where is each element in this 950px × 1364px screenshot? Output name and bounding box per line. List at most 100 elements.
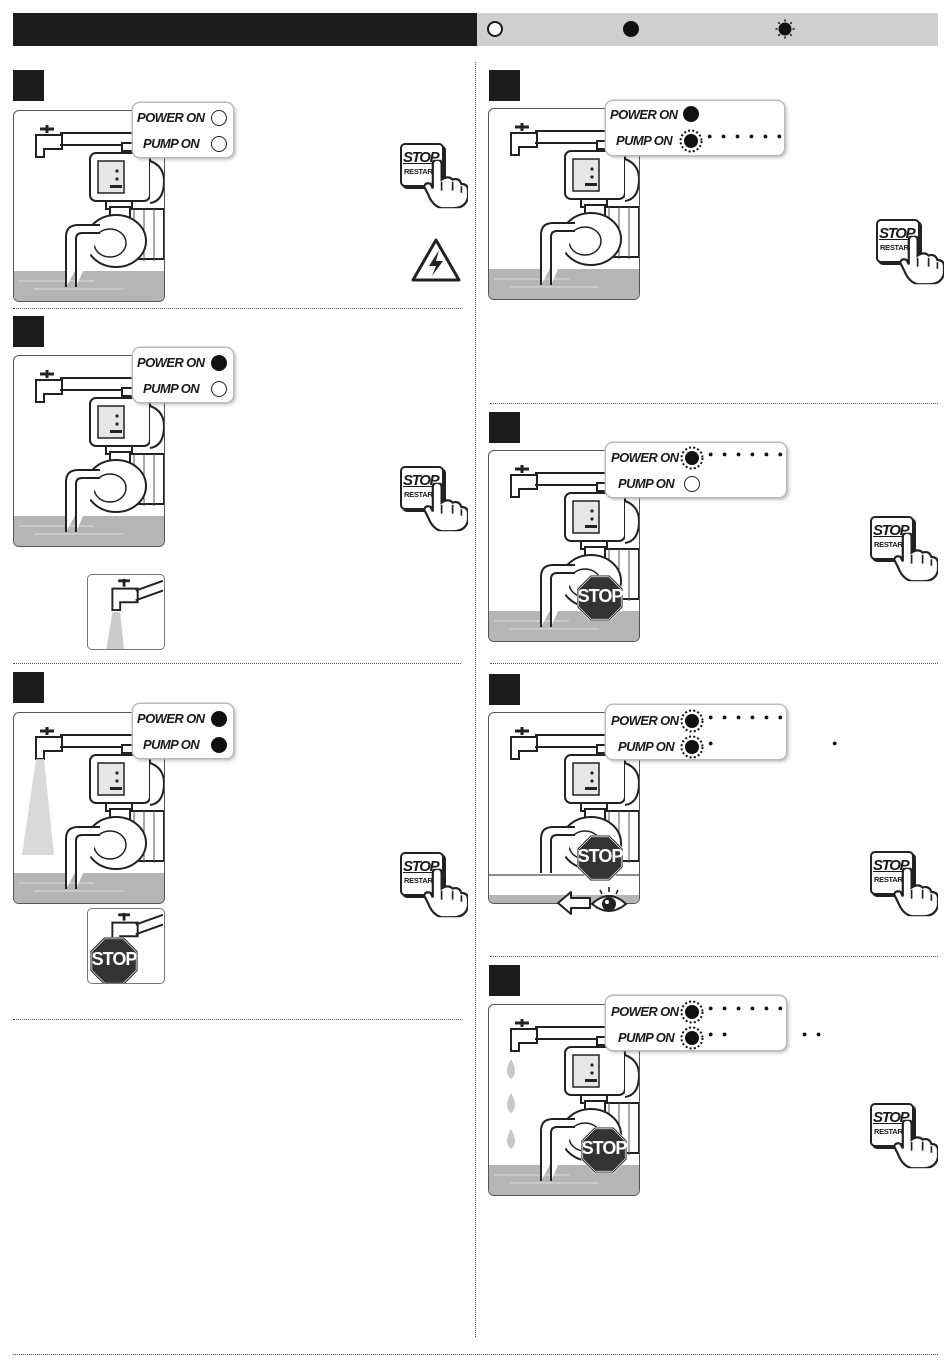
power-led-on (211, 355, 227, 371)
power-on-label: POWER ON (611, 450, 679, 465)
pump-faucet-icon (489, 1005, 639, 1195)
power-on-label: POWER ON (611, 713, 679, 728)
step-number-1 (13, 70, 44, 101)
button-label-stop: STOP (403, 472, 440, 489)
pump-led-off (211, 381, 227, 397)
stop-sign: STOP (577, 575, 623, 621)
power-led-blinking (680, 1000, 704, 1024)
button-label-stop: STOP (879, 225, 916, 242)
water-drop-icon (507, 1059, 515, 1149)
status-panel-6: POWER ON ● ● ● ● ● ● PUMP ON ● ● (606, 705, 837, 759)
stop-sign: STOP (577, 835, 623, 881)
button-label-restart: RESTART (874, 875, 907, 884)
blink-pattern: ● ● (708, 738, 841, 748)
pump-on-label: PUMP ON (143, 737, 200, 752)
pump-on-label: PUMP ON (143, 381, 200, 396)
pump-led-blinking (679, 129, 703, 153)
status-panel-2: POWER ON PUMP ON (133, 348, 233, 402)
power-on-label: POWER ON (137, 110, 205, 125)
divider (13, 1354, 938, 1355)
status-panel-7: POWER ON ● ● ● ● ● ● PUMP ON ● ● ● ● (606, 996, 821, 1050)
pump-scene-7: STOP (488, 1004, 640, 1196)
stop-restart-button[interactable]: STOP RESTART (870, 1103, 914, 1147)
pointing-hand-icon (424, 159, 468, 209)
column-divider (475, 62, 476, 1337)
blink-pattern: ● ● ● ● (708, 1029, 825, 1039)
pump-on-label: PUMP ON (616, 133, 673, 148)
divider (490, 663, 938, 664)
pump-on-label: PUMP ON (618, 1030, 675, 1045)
faucet-closed-detail: STOP (87, 908, 165, 984)
divider (13, 308, 461, 309)
step-number-4 (489, 70, 520, 101)
step-number-6 (489, 674, 520, 705)
button-label-stop: STOP (873, 857, 910, 874)
power-led-on (683, 106, 699, 122)
stop-sign-text: STOP (577, 846, 624, 866)
divider (13, 1019, 461, 1020)
stop-sign-text: STOP (581, 1138, 628, 1158)
pump-led-off (211, 136, 227, 152)
stop-restart-button[interactable]: STOP RESTART (876, 219, 920, 263)
button-label-stop: STOP (403, 858, 440, 875)
pointing-hand-icon (424, 482, 468, 532)
stop-sign: STOP (581, 1127, 627, 1173)
blink-pattern: ● ● ● ● ● ● (707, 131, 786, 141)
button-label-restart: RESTART (880, 243, 913, 252)
button-label-restart: RESTART (404, 490, 437, 499)
button-label-stop: STOP (873, 1109, 910, 1126)
pump-faucet-icon (14, 713, 164, 903)
divider (13, 663, 461, 664)
stop-restart-button[interactable]: STOP RESTART (400, 466, 444, 510)
stop-restart-button[interactable]: STOP RESTART (400, 852, 444, 896)
header-bar (13, 13, 477, 46)
led-off-icon (487, 21, 503, 37)
stop-restart-button[interactable]: STOP RESTART (870, 516, 914, 560)
arrow-left-icon (557, 891, 591, 915)
faucet-open-detail (87, 574, 165, 650)
power-led-off (211, 110, 227, 126)
power-on-label: POWER ON (137, 711, 205, 726)
pointing-hand-icon (894, 1119, 938, 1169)
pointing-hand-icon (424, 868, 468, 918)
pump-on-label: PUMP ON (143, 136, 200, 151)
pump-led-off (684, 476, 700, 492)
pointing-hand-icon (894, 867, 938, 917)
status-panel-1: POWER ON PUMP ON (133, 103, 233, 157)
stop-sign-text: STOP (91, 949, 138, 969)
blink-pattern: ● ● ● ● ● ● (708, 449, 787, 459)
stop-restart-button[interactable]: STOP RESTART (400, 143, 444, 187)
button-label-stop: STOP (403, 149, 440, 166)
power-led-blinking (680, 446, 704, 470)
button-label-restart: RESTART (874, 1127, 907, 1136)
power-led-on (211, 711, 227, 727)
blink-pattern: ● ● ● ● ● ● (708, 1003, 787, 1013)
stop-restart-button[interactable]: STOP RESTART (870, 851, 914, 895)
step-number-3 (13, 672, 44, 703)
pointing-hand-icon (900, 235, 944, 285)
step-number-5 (489, 412, 520, 443)
pump-led-blinking (680, 1026, 704, 1050)
pump-led-on (211, 737, 227, 753)
status-panel-3: POWER ON PUMP ON (133, 704, 233, 758)
led-blinking-icon (775, 19, 795, 39)
faucet-icon (106, 575, 164, 649)
divider (490, 403, 938, 404)
led-legend (477, 13, 938, 46)
pump-on-label: PUMP ON (618, 476, 675, 491)
stop-sign-text: STOP (577, 586, 624, 606)
power-on-label: POWER ON (137, 355, 205, 370)
button-label-restart: RESTART (404, 167, 437, 176)
power-led-blinking (680, 709, 704, 733)
eye-icon (590, 887, 628, 912)
pump-on-label: PUMP ON (618, 739, 675, 754)
step-number-7 (489, 965, 520, 996)
led-on-icon (623, 21, 639, 37)
blink-pattern: ● ● ● ● ● ● (708, 712, 787, 722)
button-label-restart: RESTART (404, 876, 437, 885)
power-on-label: POWER ON (610, 107, 678, 122)
power-on-label: POWER ON (611, 1004, 679, 1019)
stop-sign: STOP (90, 937, 138, 984)
divider (490, 956, 938, 957)
electric-warning-icon (411, 238, 461, 282)
